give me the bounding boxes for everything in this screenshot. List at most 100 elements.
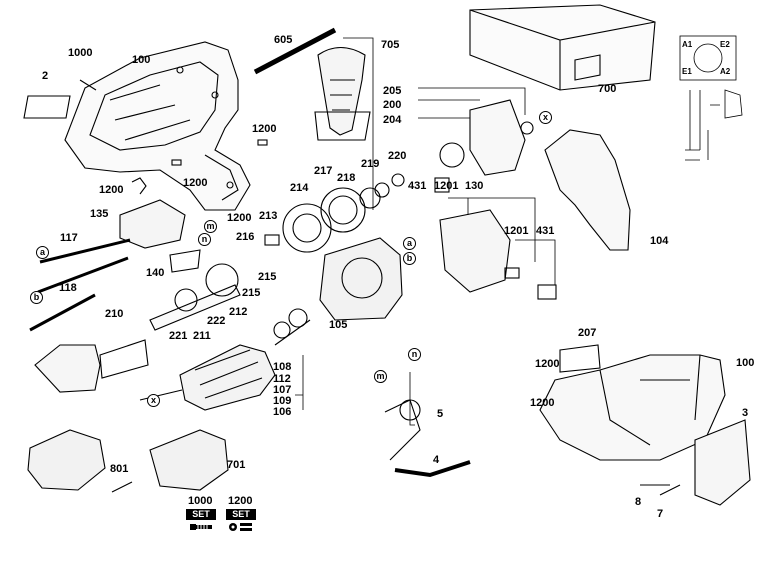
chuck-key	[29, 293, 96, 332]
part-label-4: 4	[433, 454, 440, 466]
part-label-1201: 1201	[504, 225, 529, 237]
part-label-7: 7	[657, 508, 664, 520]
part-label-431: 431	[408, 180, 427, 192]
bearing-222	[174, 288, 198, 312]
bearing-112	[273, 321, 291, 339]
rod-605	[253, 27, 337, 75]
gear-assembly	[264, 173, 405, 253]
part-label-431: 431	[536, 225, 555, 237]
gear-housing-3	[694, 419, 751, 506]
side-handle-705	[314, 46, 371, 141]
part-label-1200: 1200	[252, 123, 277, 135]
cover-207	[559, 344, 601, 373]
clamp-7	[659, 484, 681, 496]
part-label-216: 216	[236, 231, 255, 243]
set-icon-1200: SET	[226, 509, 256, 533]
handle-half-104	[544, 129, 631, 251]
part-label-108: 108	[273, 361, 292, 373]
part-label-118: 118	[59, 282, 77, 294]
brush-housing-130	[439, 209, 511, 293]
part-label-140: 140	[146, 267, 165, 279]
drill-chuck	[34, 339, 149, 393]
connector-x: x	[147, 394, 160, 407]
part-label-135: 135	[90, 208, 109, 220]
part-label-112: 112	[273, 373, 291, 385]
part-label-1200: 1200	[530, 397, 555, 409]
part-label-204: 204	[383, 114, 402, 126]
part-label-130: 130	[465, 180, 484, 192]
part-label-3: 3	[742, 407, 749, 419]
part-label-1200: 1200	[99, 184, 124, 196]
connector-m: m	[374, 370, 387, 383]
part-label-100: 100	[736, 357, 755, 369]
stator-105	[319, 237, 403, 321]
part-label-200: 200	[383, 99, 402, 111]
spindle-221	[149, 284, 241, 331]
part-label-100: 100	[132, 54, 151, 66]
part-label-109: 109	[273, 395, 292, 407]
set-label: SET	[186, 509, 216, 520]
part-label-218: 218	[337, 172, 356, 184]
connector-a: a	[36, 246, 49, 259]
part-label-705: 705	[381, 39, 400, 51]
clip-1200	[131, 177, 147, 195]
part-label-700: 700	[598, 83, 617, 95]
bearing-108	[288, 308, 308, 328]
switch-135	[119, 199, 201, 273]
part-label-1000: 1000	[188, 495, 213, 507]
part-label-117: 117	[60, 232, 78, 244]
terminal-A1: A1	[682, 40, 693, 49]
part-label-210: 210	[105, 308, 124, 320]
washer-set-icon	[229, 523, 252, 531]
part-label-222: 222	[207, 315, 226, 327]
part-label-211: 211	[193, 330, 211, 342]
part-label-1200: 1200	[535, 358, 560, 370]
part-label-107: 107	[273, 384, 292, 396]
keyless-chuck-701	[149, 429, 229, 491]
connector-m: m	[204, 220, 217, 233]
brush-1201	[504, 267, 520, 279]
pin-1200	[171, 159, 182, 166]
part-label-106: 106	[273, 406, 292, 418]
label-plate	[23, 95, 71, 119]
part-label-701: 701	[227, 459, 246, 471]
part-label-212: 212	[229, 306, 248, 318]
leader-lines	[295, 37, 556, 426]
part-label-214: 214	[290, 182, 309, 194]
part-label-217: 217	[314, 165, 333, 177]
pin-1200b	[257, 139, 268, 146]
part-label-1000: 1000	[68, 47, 93, 59]
cable-assembly	[384, 399, 471, 478]
terminal-A2: A2	[720, 67, 731, 76]
part-label-2: 2	[42, 70, 49, 82]
part-label-1200: 1200	[228, 495, 253, 507]
connector-b: b	[403, 252, 416, 265]
part-label-221: 221	[169, 330, 188, 342]
terminal-E1: E1	[682, 67, 692, 76]
carrying-case-700	[469, 4, 656, 91]
keyless-chuck	[27, 429, 106, 491]
motor-housing-100	[539, 344, 726, 461]
part-label-1200: 1200	[227, 212, 252, 224]
cable-118	[37, 256, 129, 294]
part-label-219: 219	[361, 158, 380, 170]
part-label-1200: 1200	[183, 177, 208, 189]
gear-212	[205, 263, 239, 297]
part-label-104: 104	[650, 235, 669, 247]
set-icon-1000: SET	[186, 509, 216, 533]
part-label-213: 213	[259, 210, 278, 222]
brush-holder-200	[434, 99, 534, 193]
screw-1000	[79, 79, 97, 91]
part-label-205: 205	[383, 85, 402, 97]
part-label-220: 220	[388, 150, 407, 162]
part-label-8: 8	[635, 496, 642, 508]
screw-set-icon	[190, 524, 212, 530]
part-label-207: 207	[578, 327, 597, 339]
part-label-1201: 1201	[434, 180, 459, 192]
part-label-605: 605	[274, 34, 293, 46]
wiring-schematic	[679, 35, 743, 161]
screw-801	[111, 481, 133, 493]
terminal-E2: E2	[720, 40, 730, 49]
